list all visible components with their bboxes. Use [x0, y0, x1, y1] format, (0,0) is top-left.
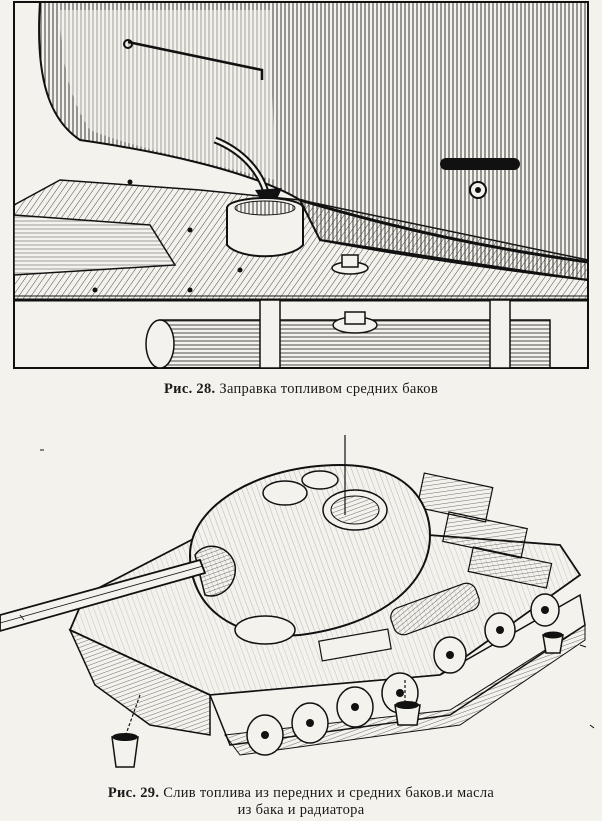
figure-29-caption-line2: из бака и радиатора — [237, 802, 365, 818]
drain-bucket-front — [111, 733, 139, 768]
figure-29-label: Рис. 29. — [107, 785, 160, 801]
figure-28-label: Рис. 28. — [164, 381, 216, 397]
drain-bucket-rear — [542, 631, 564, 654]
figure-29-illustration — [0, 425, 602, 785]
fuel-filling-drawing — [13, 0, 589, 369]
figure-29-caption: Рис. 29. Слив топлива из передних и сред… — [0, 785, 602, 819]
figure-28-illustration — [0, 0, 602, 372]
figure-29-caption-line1: Рис. 29. Слив топлива из передних и сред… — [0, 785, 602, 802]
figure-29-caption-text: Слив топлива из передних и средних баков… — [163, 785, 495, 801]
drain-bucket-middle — [394, 701, 421, 726]
figure-28-caption: Рис. 28. Заправка топливом средних баков — [0, 381, 602, 398]
figure-28-caption-text: Заправка топливом средних баков — [219, 381, 438, 397]
tank-drain-drawing — [0, 435, 595, 768]
